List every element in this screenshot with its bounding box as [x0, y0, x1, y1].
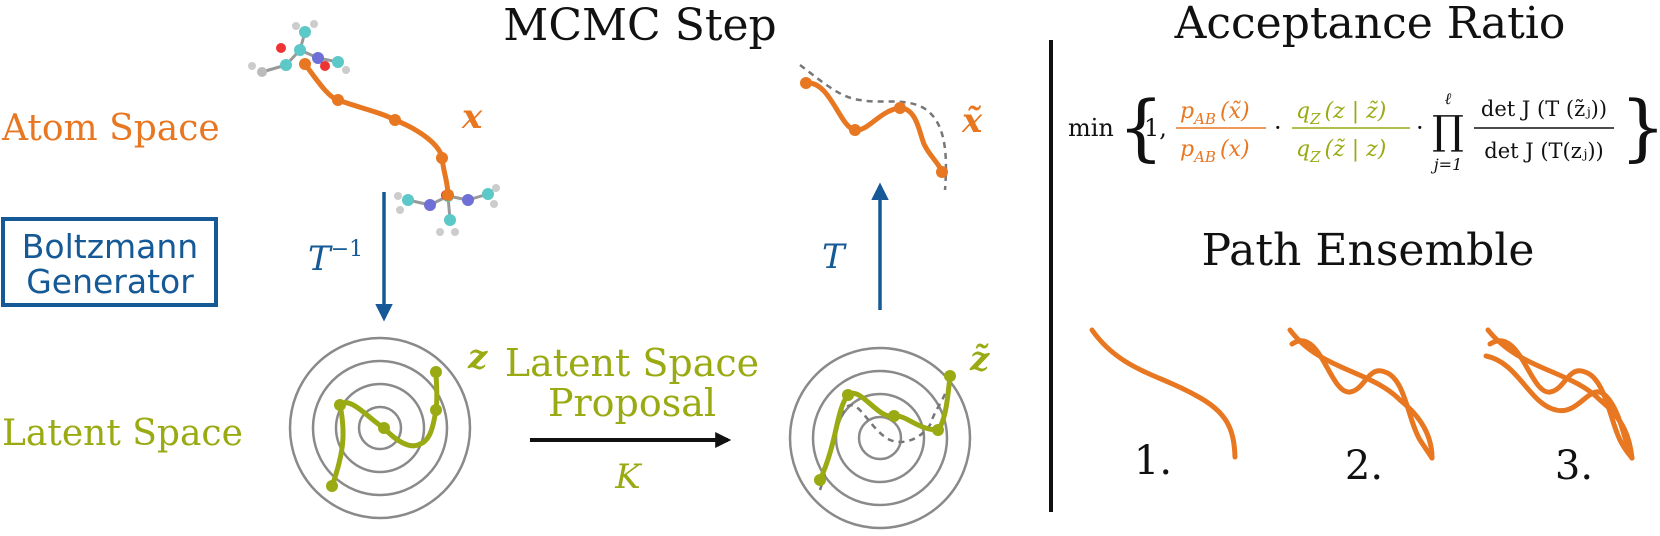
proposal-label-line1: Latent Space — [505, 341, 759, 385]
formula-det-denominator: det J (T(zⱼ)) — [1484, 139, 1603, 163]
atom-space-label: Atom Space — [1, 108, 220, 149]
formula-p-numerator: pAB(x̃) — [1180, 99, 1250, 128]
x-tilde-symbol: x̃ — [961, 101, 983, 141]
latent-rings-left — [288, 336, 472, 520]
inverse-map-label: T−1 — [308, 237, 363, 279]
z-tilde-symbol: z̃ — [969, 339, 990, 379]
acceptance-ratio-title: Acceptance Ratio — [1174, 0, 1566, 49]
proposal-kernel-label: K — [614, 457, 643, 497]
mcmc-step-title: MCMC Step — [503, 0, 776, 51]
atom-path-x-tilde — [803, 80, 945, 175]
ensemble-path-3 — [1483, 327, 1635, 461]
formula-prod-top: ℓ — [1445, 89, 1452, 108]
formula-q-denominator: qZ(z̃ | z) — [1296, 137, 1386, 166]
latent-path-tilde-points — [814, 370, 956, 486]
x-symbol: x — [461, 97, 483, 137]
boltzmann-label-line2: Generator — [26, 262, 194, 301]
atom-path-x — [302, 61, 451, 199]
ensemble-number-3: 3. — [1555, 443, 1593, 489]
path-ensemble-title: Path Ensemble — [1202, 225, 1535, 276]
formula-p-denominator: pAB(x) — [1180, 137, 1250, 166]
latent-rings-right — [788, 346, 972, 530]
formula-prod: ∏ — [1432, 108, 1464, 154]
atom-path-points — [299, 58, 454, 201]
ensemble-path-1 — [1089, 327, 1238, 460]
formula-right-brace: } — [1620, 85, 1660, 169]
formula-dot-1: · — [1274, 114, 1282, 142]
acceptance-formula: min { 1, pAB(x̃) pAB(x) · qZ(z | z̃) qZ(… — [1068, 85, 1660, 174]
ensemble-path-2 — [1287, 327, 1435, 461]
atom-path-tilde-points — [800, 77, 948, 178]
formula-prod-bottom: j=1 — [1431, 155, 1463, 174]
ensemble-number-2: 2. — [1345, 443, 1383, 489]
formula-dot-2: · — [1416, 114, 1424, 142]
atom-path-x-old — [799, 64, 948, 191]
proposal-label-line2: Proposal — [548, 381, 716, 425]
formula-left-brace: { — [1118, 85, 1164, 169]
latent-path-z-tilde — [817, 373, 953, 483]
formula-min: min — [1068, 114, 1114, 142]
latent-space-label: Latent Space — [2, 413, 243, 454]
ensemble-number-1: 1. — [1134, 438, 1172, 484]
molecule-icon — [248, 20, 350, 77]
formula-one: 1, — [1144, 114, 1167, 142]
forward-map-label: T — [822, 237, 847, 277]
boltzmann-label-line1: Boltzmann — [22, 227, 198, 266]
boltzmann-generator-box — [1, 217, 218, 307]
formula-det-numerator: det J (T (z̃ⱼ)) — [1481, 97, 1607, 121]
latent-path-points — [326, 366, 442, 492]
formula-q-numerator: qZ(z | z̃) — [1296, 99, 1386, 128]
z-symbol: z — [467, 337, 488, 377]
